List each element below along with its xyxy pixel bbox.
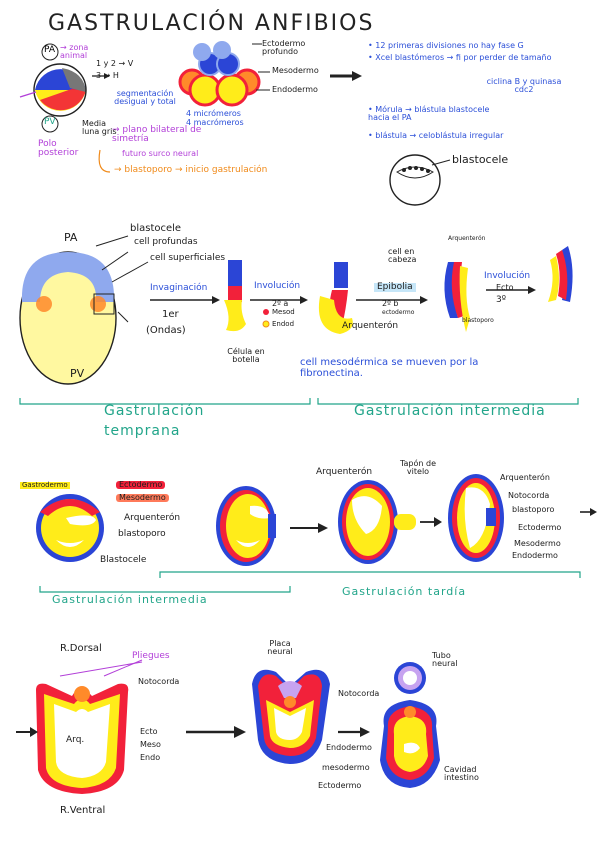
arquenteron-label-s3: Arquenterón [124, 514, 180, 523]
meso-label-s4: Meso [140, 741, 161, 749]
notocorda-label-s4: Notocorda [138, 678, 179, 686]
early-gastrula-egg [20, 252, 116, 384]
r-notocorda-label: Notocorda [508, 492, 549, 500]
note-2: • Xcel blastómeros → fi por perder de ta… [368, 54, 573, 62]
polo-posterior-label: Polo posterior [38, 140, 88, 159]
r-blastoporo-label: blastoporo [512, 506, 554, 514]
legend-mesodermo: Mesodermo [116, 494, 169, 502]
arq-label: Arq. [66, 736, 84, 745]
epibolia-label: Epibolia [374, 283, 416, 292]
neurula-mid [252, 670, 330, 764]
legend-ectodermo: Ectodermo [116, 481, 165, 489]
mesod-label: Mesod [272, 309, 295, 316]
note-1: • 12 primeras divisiones no hay fase G [368, 42, 524, 50]
gastrula-late-1 [338, 480, 416, 564]
pa-label: PA [44, 46, 55, 55]
ecto-label-s4: Ecto [140, 728, 157, 736]
tapon-vitelo-label: Tapón de vitelo [398, 460, 438, 477]
notocorda-label-s4b: Notocorda [338, 690, 379, 698]
macromeros-label: 4 macrómeros [186, 119, 244, 127]
division-2-label: 3 → H [96, 72, 119, 80]
involucion-label-1: Involución [254, 282, 300, 291]
pa-label-2: PA [64, 232, 77, 244]
fibronectina-note: cell mesodérmica se mueven por la fibron… [300, 358, 520, 379]
cel-cabeza-label: cell en cabeza [388, 248, 424, 265]
bottle-cell-column [224, 260, 246, 331]
ecto-label-s2: Ecto [496, 284, 513, 292]
ectodermo-small-label: ectodermo [382, 310, 414, 316]
invaginacion-label: Invaginación [150, 284, 207, 293]
pv-label: PV [44, 118, 56, 127]
endodermo-label-1: Endodermo [272, 86, 318, 94]
endodermo-label-s4: Endodermo [326, 744, 372, 752]
surco-neural-label: futuro surco neural [122, 150, 198, 158]
r-mesodermo-label: Mesodermo [514, 540, 561, 548]
mesodermo-label-1: Mesodermo [272, 67, 319, 75]
neurula-late [380, 662, 440, 788]
endo-label-s4: Endo [140, 754, 160, 762]
primero-label: 1er [162, 310, 179, 321]
pv-label-2: PV [70, 368, 84, 380]
morula-8cell [180, 41, 259, 105]
endod-label: Endod [272, 321, 294, 328]
arquenteron-label-s3b: Arquenterón [316, 468, 372, 477]
note-4: • blástula → celoblástula irregular [368, 132, 518, 140]
cavidad-intestino-label: Cavidad intestino [444, 766, 484, 783]
temprana-title-2: temprana [104, 424, 180, 439]
ectodermo-profundo-label: Ectodermo profundo [262, 40, 322, 57]
mesodermo-label-s4: mesodermo [322, 764, 370, 772]
r-ectodermo-label: Ectodermo [518, 524, 561, 532]
gastrula-mid-2 [216, 486, 276, 566]
gastrula-late-2 [448, 474, 504, 562]
blastocele-label-1: blastocele [452, 154, 508, 166]
gastrodermo-label: Gastrodermo [20, 482, 70, 489]
division-1-label: 1 y 2 → V [96, 60, 133, 68]
r-ventral-label: R.Ventral [60, 806, 105, 817]
note-3: • Mórula → blástula blastocele hacia el … [368, 106, 508, 123]
blastula-sketch [390, 155, 440, 205]
placa-neural-label: Placa neural [262, 640, 298, 657]
intermedia-title-s2: Gastrulación intermedia [354, 404, 546, 419]
blastoporo-inicio-label: → blastoporo → inicio gastrulación [114, 166, 267, 175]
arquenteron-label-s2: Arquenterón [342, 322, 398, 331]
tercero-label: 3º [496, 296, 506, 305]
r-endodermo-label: Endodermo [512, 552, 558, 560]
arquenteron-small-label: Arquenterón [448, 236, 485, 242]
cel-superficiales-label: cell superficiales [150, 254, 225, 263]
egg-sphere [34, 64, 86, 116]
pliegues-label: Pliegues [132, 652, 170, 661]
cel-profundas-label: cell profundas [134, 238, 198, 247]
note-2b: ciclina B y quinasa cdc2 [484, 78, 564, 95]
page-title: GASTRULACIÓN ANFIBIOS [48, 12, 374, 35]
gastrula-mid-1 [36, 494, 104, 562]
temprana-title-1: Gastrulación [104, 404, 204, 419]
plano-bilateral-label: → plano bilateral de simetría [112, 126, 222, 145]
blastocele-label-s3: Blastocele [100, 556, 146, 565]
involucion-label-2: Involución [484, 272, 530, 281]
ectodermo-label-s4: Ectodermo [318, 782, 361, 790]
segundo-b-label: 2º b [382, 300, 398, 308]
r-arquenteron-label: Arquenterón [500, 474, 550, 482]
ondas-label: (Ondas) [146, 326, 186, 337]
r-dorsal-label: R.Dorsal [60, 644, 102, 655]
celula-botella-label: Célula en botella [226, 348, 266, 365]
tubo-neural-label: Tubo neural [432, 652, 468, 669]
orange-bracket [99, 150, 110, 172]
tardia-title: Gastrulación tardía [342, 586, 466, 598]
violet-pointer [20, 92, 36, 97]
blastoporo-label-s3: blastoporo [118, 530, 166, 539]
segmentacion-label: segmentación desigual y total [114, 90, 176, 107]
blastoporo-small-label: blastoporo [462, 318, 494, 324]
late-column [548, 246, 573, 302]
blastocele-label-2: blastocele [130, 224, 181, 235]
intermedia-title-s3: Gastrulación intermedia [52, 594, 208, 606]
